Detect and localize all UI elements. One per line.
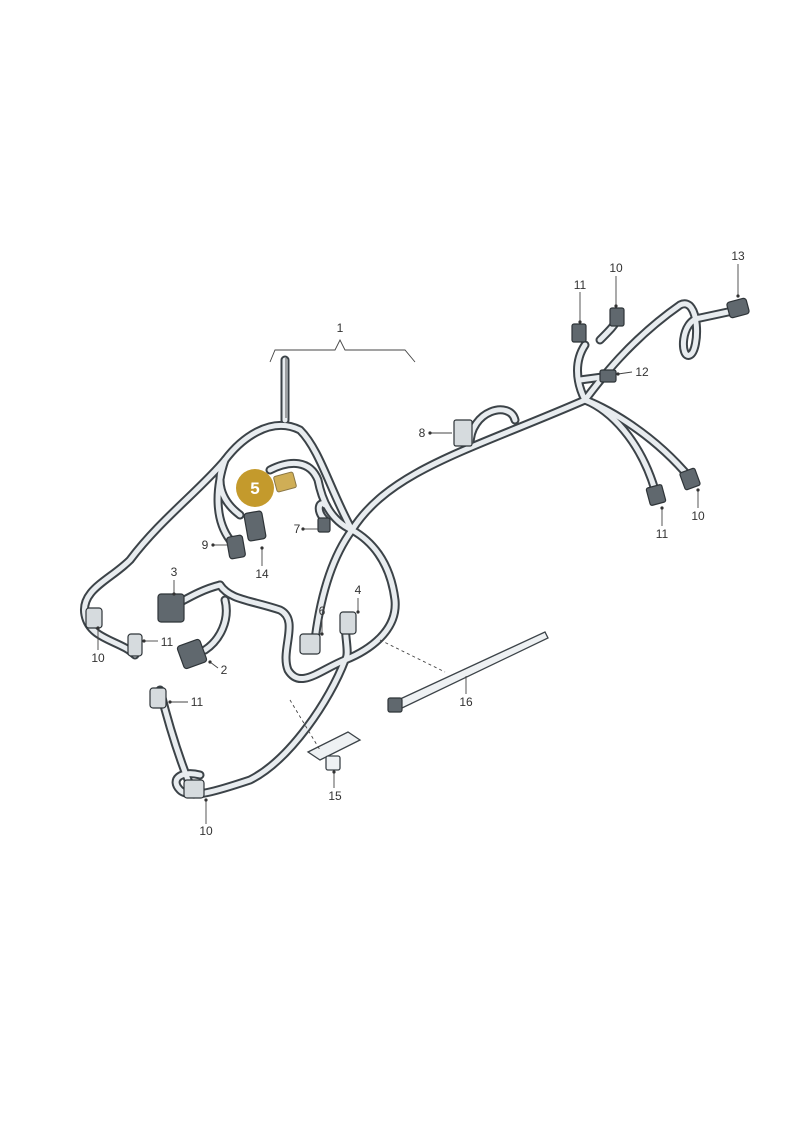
callout-10-left: 10 — [91, 651, 105, 665]
connector-11-top — [571, 323, 587, 343]
callout-11-right: 11 — [656, 527, 669, 541]
connector-4 — [339, 611, 357, 635]
connector-8 — [453, 419, 473, 447]
callout-11-lower: 11 — [191, 695, 204, 709]
connector-14 — [243, 510, 267, 542]
callout-4: 4 — [355, 583, 362, 597]
callout-12: 12 — [635, 365, 649, 379]
callout-6: 6 — [319, 604, 326, 618]
connector-3 — [157, 593, 185, 623]
connector-7 — [317, 517, 331, 533]
callout-8: 8 — [419, 426, 426, 440]
connector-11-left — [127, 633, 143, 657]
callout-16: 16 — [459, 695, 473, 709]
callout-15: 15 — [328, 789, 342, 803]
callout-10-right: 10 — [691, 509, 705, 523]
callout-11-top: 11 — [574, 278, 587, 292]
callout-13: 13 — [731, 249, 745, 263]
connector-6 — [299, 633, 321, 655]
connector-11-right — [645, 484, 667, 506]
callout-7: 7 — [294, 522, 301, 536]
highlighted-connector-5 — [273, 471, 297, 493]
leader-lines — [96, 264, 740, 824]
connector-11-lower — [149, 687, 167, 709]
connector-10-bottom — [183, 779, 205, 799]
harness-wires — [80, 299, 733, 799]
connector-10-top — [609, 307, 625, 327]
connector-13 — [726, 297, 750, 319]
connector-9 — [226, 534, 246, 560]
connector-2 — [176, 638, 208, 670]
badge-circle — [236, 469, 274, 507]
cable-tie-16 — [387, 631, 549, 713]
callout-labels: 1 2 3 4 6 7 8 9 10 10 10 10 11 11 11 11 … — [91, 249, 745, 838]
highlight-badge-5: 5 — [236, 469, 274, 507]
callout-1: 1 — [337, 321, 344, 335]
callout-10-bottom: 10 — [199, 824, 213, 838]
connectors — [85, 297, 750, 799]
connector-10-left — [85, 607, 103, 629]
callout-9: 9 — [202, 538, 209, 552]
callout-2: 2 — [221, 663, 228, 677]
clip-15 — [306, 731, 362, 771]
callout-10-top: 10 — [609, 261, 623, 275]
callout-3: 3 — [171, 565, 178, 579]
callout-11-left: 11 — [161, 635, 174, 649]
connector-12 — [599, 369, 617, 383]
callout-14: 14 — [255, 567, 269, 581]
connector-10-right — [679, 467, 701, 491]
badge-label: 5 — [250, 479, 259, 498]
